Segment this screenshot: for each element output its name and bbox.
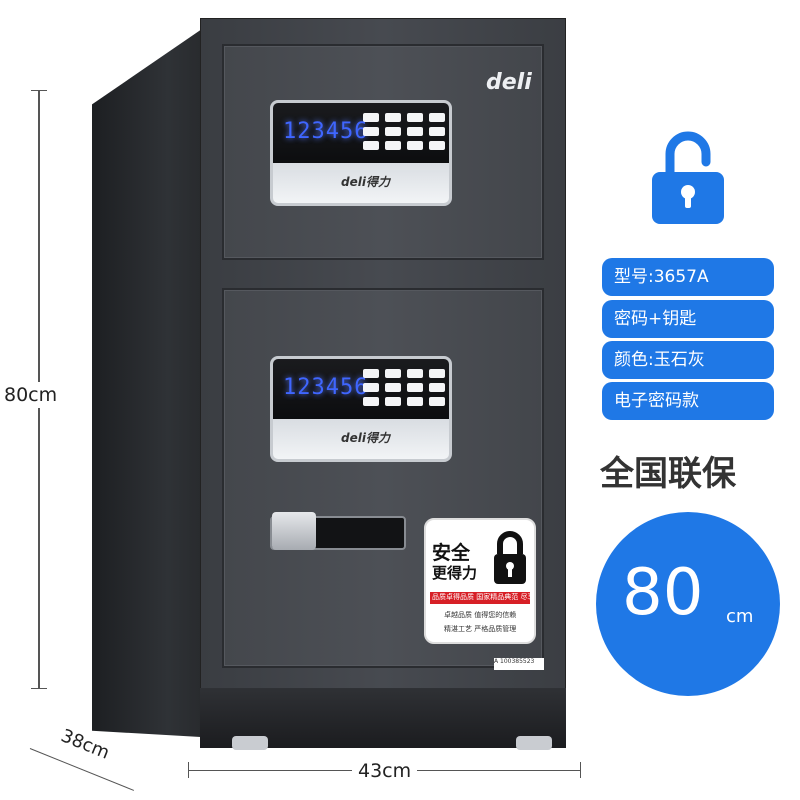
keypad-key[interactable] [407, 127, 423, 136]
badge-edition: 电子密码款 [602, 382, 774, 420]
keypad-key[interactable] [407, 383, 423, 392]
security-sticker: 安全 更得力 品质卓得品质 国家精品典范 尽享艺术之美 卓越品质 值得您的信赖 … [424, 518, 536, 644]
upper-keypad-buttons[interactable] [363, 113, 445, 150]
safe-foot-left [232, 736, 268, 750]
keypad-key[interactable] [363, 383, 379, 392]
badge-color: 颜色:玉石灰 [602, 341, 774, 379]
keypad-key[interactable] [385, 369, 401, 378]
serial-label: A 100385523 [494, 658, 544, 670]
keypad-key[interactable] [363, 113, 379, 122]
height-label: 80cm [4, 382, 58, 408]
sticker-title: 安全 [432, 542, 471, 564]
sticker-subtitle: 更得力 [432, 564, 478, 582]
keypad-key[interactable] [385, 397, 401, 406]
keypad-key[interactable] [407, 113, 423, 122]
upper-panel-brand: deli得力 [341, 175, 390, 189]
badge-lock-type: 密码+钥匙 [602, 300, 774, 338]
keypad-key[interactable] [429, 397, 445, 406]
keypad-key[interactable] [385, 113, 401, 122]
lower-keypad-panel[interactable]: 123456 deli得力 [270, 356, 452, 462]
keypad-key[interactable] [407, 369, 423, 378]
keypad-key[interactable] [429, 141, 445, 150]
size-circle-value: 80 [622, 556, 704, 630]
badge-model: 型号:3657A [602, 258, 774, 296]
door-handle-grip[interactable] [272, 512, 316, 550]
size-circle [596, 512, 780, 696]
lower-panel-brand: deli得力 [341, 431, 390, 445]
safe-side-panel [92, 18, 218, 738]
size-circle-unit: cm [726, 606, 754, 627]
keypad-key[interactable] [429, 113, 445, 122]
keypad-key[interactable] [429, 127, 445, 136]
sticker-line-craft: 精湛工艺 严格品质管理 [444, 625, 517, 633]
lower-keypad-buttons[interactable] [363, 369, 445, 406]
safe-foot-right [516, 736, 552, 750]
keypad-key[interactable] [363, 369, 379, 378]
unlocked-padlock-icon [652, 131, 724, 224]
width-label: 43cm [352, 760, 418, 782]
sticker-red-band [430, 592, 530, 604]
sticker-line-quality: 卓越品质 值得您的信赖 [444, 611, 517, 619]
sticker-red-band-text: 品质卓得品质 国家精品典范 尽享艺术之美 [432, 593, 535, 601]
keypad-key[interactable] [429, 369, 445, 378]
lower-keypad-display: 123456 [283, 375, 369, 400]
keypad-key[interactable] [407, 141, 423, 150]
width-tick-right [580, 762, 581, 778]
upper-keypad-panel[interactable]: 123456 deli得力 [270, 100, 452, 206]
padlock-icon [494, 531, 526, 584]
upper-keypad-display: 123456 [283, 119, 369, 144]
keypad-key[interactable] [385, 383, 401, 392]
width-tick-left [188, 762, 189, 778]
keypad-key[interactable] [385, 127, 401, 136]
keypad-key[interactable] [429, 383, 445, 392]
keypad-key[interactable] [363, 397, 379, 406]
height-tick-bottom [31, 688, 47, 689]
keypad-key[interactable] [385, 141, 401, 150]
keypad-key[interactable] [407, 397, 423, 406]
height-tick-top [31, 90, 47, 91]
keypad-key[interactable] [363, 141, 379, 150]
warranty-text: 全国联保 [600, 454, 736, 494]
brand-logo: deli [486, 70, 532, 95]
keypad-key[interactable] [363, 127, 379, 136]
